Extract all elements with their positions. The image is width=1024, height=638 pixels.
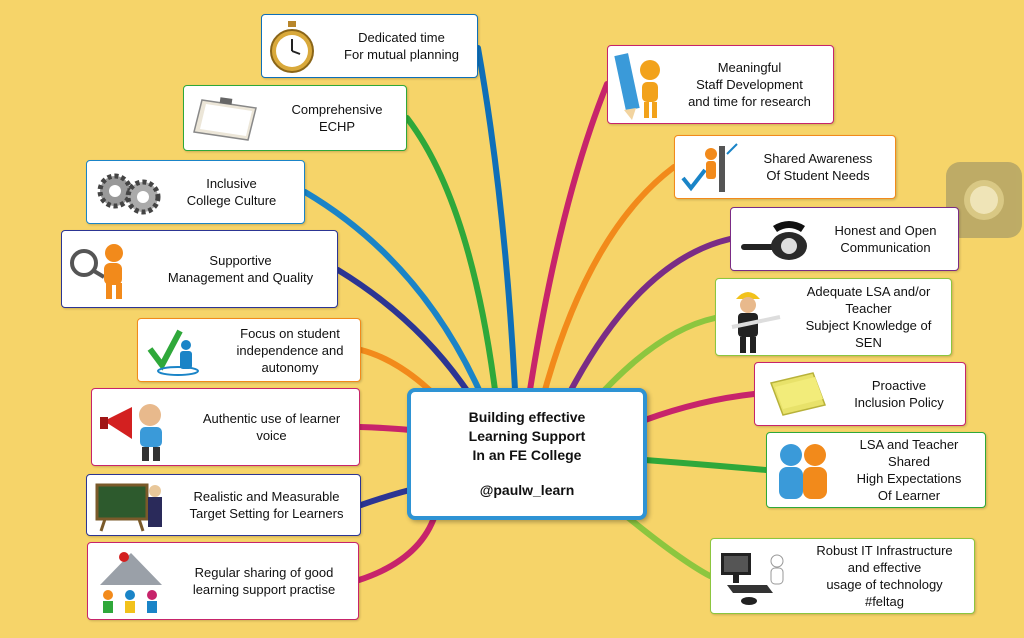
node-text-line: Management and Quality — [167, 270, 314, 285]
checklist-figure-icon — [681, 143, 738, 192]
node-text-line: Meaningful — [717, 60, 782, 75]
magnifier-figure-icon — [70, 244, 123, 299]
branch-inclusion-policy — [642, 391, 757, 423]
sticky-note-icon — [769, 372, 827, 416]
telephone-icon — [741, 221, 807, 260]
node-text-line: Authentic use of learner — [202, 411, 341, 426]
node-text-line: autonomy — [261, 359, 319, 375]
branch-dedicated-time — [475, 45, 518, 393]
node-high-expectations: LSA and Teacher Shared High Expectations… — [766, 432, 986, 508]
node-independence: Focus on student independence and autono… — [137, 318, 361, 382]
node-text-line: Shared Awareness — [763, 151, 873, 166]
node-target-setting: Realistic and Measurable Target Setting … — [86, 474, 361, 536]
node-learner-voice: Authentic use of learner voice — [91, 388, 360, 466]
node-dedicated-time: Dedicated time For mutual planning — [261, 14, 478, 78]
megaphone-figure-icon — [100, 404, 162, 461]
node-text-line: Inclusion Policy — [854, 395, 944, 410]
computer-figure-icon — [721, 553, 784, 605]
node-text-line: Honest and Open — [834, 223, 937, 238]
node-text-line: Teacher — [845, 301, 892, 316]
node-staff-development: Meaningful Staff Development and time fo… — [607, 45, 834, 124]
node-text-line: Of Student Needs — [766, 168, 870, 183]
node-text-line: Subject Knowledge of — [805, 318, 932, 333]
node-text-line: #feltag — [864, 594, 905, 609]
node-college-culture: Inclusive College Culture — [86, 160, 305, 224]
node-text-line: Staff Development — [696, 77, 803, 92]
branch-it-infrastructure — [622, 512, 713, 579]
node-text-line: Supportive — [209, 253, 272, 268]
node-text-line: Of Learner — [877, 488, 941, 503]
central-title-line: In an FE College — [472, 447, 582, 463]
node-it-infrastructure: Robust IT Infrastructure and effective u… — [710, 538, 975, 614]
central-topic: Building effective Learning Support In a… — [407, 388, 647, 520]
node-text-line: Communication — [840, 240, 931, 255]
node-text-line: Robust IT Infrastructure — [816, 543, 953, 558]
node-text-line: Inclusive — [206, 176, 257, 191]
node-text-line: Comprehensive — [291, 102, 383, 117]
node-text-line: Realistic and Measurable — [193, 489, 340, 504]
branch-high-expectations — [642, 457, 769, 473]
node-echp: Comprehensive ECHP — [183, 85, 407, 151]
node-inclusion-policy: Proactive Inclusion Policy — [754, 362, 966, 426]
node-text-line: ECHP — [318, 119, 356, 134]
node-text-line: College Culture — [186, 193, 277, 208]
branch-staff-development — [527, 81, 610, 393]
node-sharing-practice: Regular sharing of good learning support… — [87, 542, 359, 620]
branch-learner-voice — [357, 424, 413, 433]
node-text-line: learning support practise — [192, 582, 336, 597]
gears-icon — [97, 173, 161, 215]
node-text-line: LSA and Teacher — [859, 437, 959, 452]
node-text-line: SEN — [855, 335, 882, 350]
node-text-line: Adequate LSA and/or — [806, 284, 931, 299]
two-people-icon — [779, 444, 827, 499]
node-text-line: For mutual planning — [344, 47, 459, 62]
branch-shared-awareness — [542, 164, 677, 393]
node-management: Supportive Management and Quality — [61, 230, 338, 308]
node-shared-awareness: Shared Awareness Of Student Needs — [674, 135, 896, 199]
blackboard-teacher-icon — [95, 483, 162, 532]
central-title-line: Learning Support — [468, 428, 586, 444]
node-text-line: Focus on student — [240, 325, 340, 341]
central-title-line: Building effective — [468, 409, 586, 425]
branch-communication — [567, 236, 733, 395]
node-text-line: Target Setting for Learners — [189, 506, 344, 521]
node-text-line: independence and — [236, 342, 344, 358]
assistive-touch-button[interactable] — [946, 162, 1022, 238]
node-text-line: and time for research — [688, 94, 811, 109]
branch-college-culture — [302, 189, 483, 395]
branch-management — [335, 267, 473, 398]
builder-figure-icon — [731, 292, 781, 353]
node-text-line: Regular sharing of good — [194, 565, 334, 580]
branch-target-setting — [358, 487, 413, 508]
node-text-line: High Expectations — [856, 471, 962, 486]
node-text-line: and effective — [847, 560, 922, 575]
pencil-figure-icon — [614, 53, 660, 120]
branch-subject-knowledge — [597, 315, 718, 398]
house-people-icon — [100, 552, 162, 613]
node-text-line: Proactive — [871, 378, 927, 393]
node-text-line: voice — [256, 428, 287, 443]
checkmark-person-icon — [147, 329, 199, 376]
node-communication: Honest and Open Communication — [730, 207, 959, 271]
author-handle: @paulw_learn — [479, 482, 575, 498]
branch-echp — [404, 115, 498, 393]
clipboard-icon — [193, 97, 257, 141]
stopwatch-icon — [270, 21, 314, 73]
node-subject-knowledge: Adequate LSA and/or Teacher Subject Know… — [715, 278, 952, 356]
node-text-line: usage of technology — [826, 577, 943, 592]
node-text-line: Dedicated time — [358, 30, 445, 45]
branch-sharing-practice — [356, 512, 438, 583]
node-text-line: Shared — [888, 454, 930, 469]
